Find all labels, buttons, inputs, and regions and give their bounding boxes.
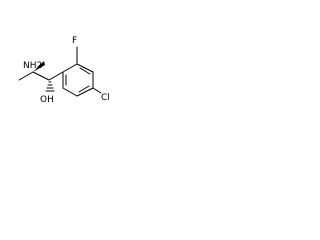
chlorine-label: Cl <box>101 93 110 103</box>
hydroxyl-label: OH <box>40 95 54 105</box>
structure-canvas: NH2 OH F Cl <box>0 0 152 152</box>
amine-label: NH2 <box>23 61 42 71</box>
benzene-ring <box>62 63 94 97</box>
stereo-bond-alpha-amine <box>33 61 45 72</box>
stereo-bond-beta-hydroxyl <box>45 81 55 92</box>
bond-beta-ring <box>48 71 64 81</box>
bond-alpha-beta <box>32 71 50 81</box>
chemical-structure-diagram: NH2 OH F Cl <box>18 36 110 105</box>
bond-ring-chlorine <box>92 87 102 94</box>
bond-methyl-alpha <box>18 71 34 81</box>
fluorine-label: F <box>72 36 77 46</box>
